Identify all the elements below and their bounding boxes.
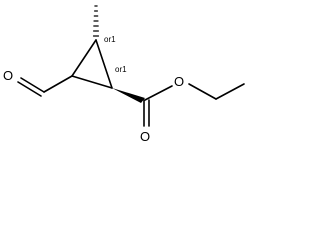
chemical-structure: O O O or1 or1 (3, 5, 245, 144)
stereo-label-methyl-center: or1 (104, 35, 116, 44)
ring-bond-left-bottom (71, 75, 113, 89)
bond-ch2-to-ch3 (215, 83, 245, 100)
bold-wedge-ester (112, 88, 145, 103)
aldehyde-double-bond-b (17, 81, 42, 97)
ring-bond-left-top (71, 39, 97, 77)
bond-ester-carbon-to-oxygen (144, 85, 173, 101)
carbonyl-oxygen-label: O (140, 129, 150, 144)
aldehyde-oxygen-label: O (3, 68, 13, 83)
ester-oxygen-label: O (174, 74, 184, 89)
hashed-wedge-methyl (92, 5, 100, 37)
bond-ring-to-aldehyde-carbon (43, 75, 73, 93)
ring-bond-top-bottom (95, 39, 113, 89)
aldehyde-double-bond-a (20, 77, 45, 93)
stereo-label-ester-center: or1 (115, 65, 127, 74)
bond-oxygen-to-ch2 (188, 83, 217, 100)
